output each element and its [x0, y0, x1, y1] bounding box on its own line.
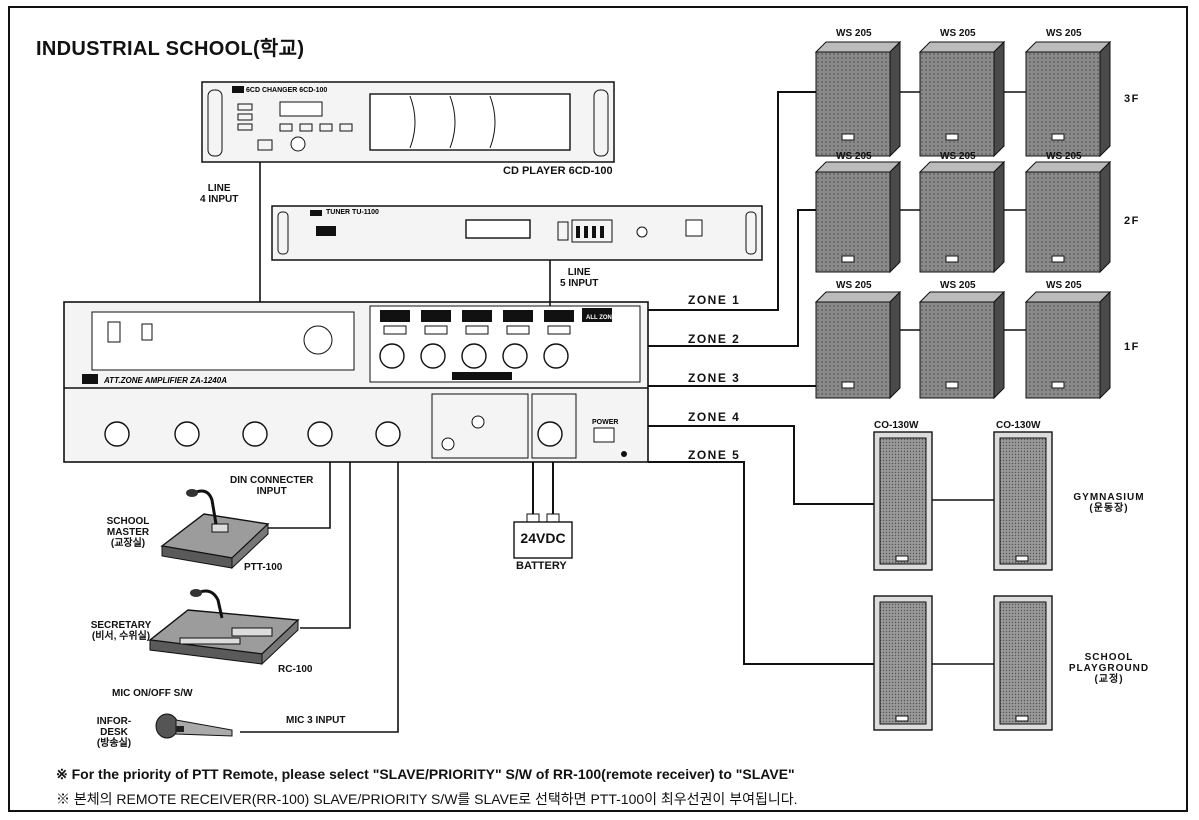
rc-100-label: RC-100 [278, 664, 313, 675]
battery-label: BATTERY [516, 560, 567, 572]
speaker-1f-3 [1024, 290, 1112, 400]
speaker-model-label: WS 205 [836, 151, 872, 162]
svg-text:6CD CHANGER 6CD-100: 6CD CHANGER 6CD-100 [246, 87, 327, 94]
speaker-model-label: WS 205 [1046, 280, 1082, 291]
amplifier-unit: ATT.ZONE AMPLIFIER ZA-1240A ALL ZONE POW… [63, 301, 649, 463]
speaker-model-label: WS 205 [836, 28, 872, 39]
speaker-model-label: WS 205 [940, 280, 976, 291]
speaker-1f-1 [814, 290, 902, 400]
line4-input-label: LINE 4 INPUT [200, 183, 239, 205]
gymnasium-label: GYMNASIUM (운동장) [1073, 492, 1145, 514]
column-speaker-gym-1 [873, 431, 933, 571]
rc-100-station [148, 589, 300, 666]
floor-label-2f: 2F [1124, 215, 1140, 227]
column-speaker-yard-2 [993, 595, 1053, 731]
diagram-title: INDUSTRIAL SCHOOL(학교) [36, 38, 305, 60]
speaker-2f-3 [1024, 160, 1112, 274]
school-master-label: SCHOOL MASTER (교장실) [106, 516, 150, 549]
priority-note-english: ※ For the priority of PTT Remote, please… [56, 766, 795, 782]
handheld-mic [155, 713, 233, 739]
tuner-unit: TUNER TU-1100 [271, 205, 763, 261]
speaker-model-label: WS 205 [940, 151, 976, 162]
cd-player-caption: CD PLAYER 6CD-100 [503, 165, 613, 177]
floor-label-1f: 1F [1124, 341, 1140, 353]
din-input-label: DIN CONNECTER INPUT [230, 475, 314, 497]
speaker-3f-2 [918, 40, 1006, 158]
speaker-3f-1 [814, 40, 902, 158]
column-speaker-yard-1 [873, 595, 933, 731]
secretary-label: SECRETARY (비서, 수위실) [90, 620, 152, 642]
speaker-model-label: WS 205 [836, 280, 872, 291]
line5-input-label: LINE 5 INPUT [560, 267, 599, 289]
svg-text:TUNER TU-1100: TUNER TU-1100 [326, 209, 379, 216]
mic3-input-label: MIC 3 INPUT [286, 715, 346, 726]
priority-note-korean: ※ 본체의 REMOTE RECEIVER(RR-100) SLAVE/PRIO… [56, 791, 798, 807]
column-model-label: CO-130W [874, 420, 919, 431]
speaker-model-label: WS 205 [1046, 28, 1082, 39]
speaker-2f-2 [918, 160, 1006, 274]
speaker-model-label: WS 205 [1046, 151, 1082, 162]
speaker-3f-3 [1024, 40, 1112, 158]
speaker-1f-2 [918, 290, 1006, 400]
mic-switch-label: MIC ON/OFF S/W [112, 688, 193, 699]
speaker-2f-1 [814, 160, 902, 274]
zone-5-label: ZONE 5 [688, 448, 741, 462]
column-model-label: CO-130W [996, 420, 1041, 431]
column-speaker-gym-2 [993, 431, 1053, 571]
ptt-100-label: PTT-100 [244, 562, 283, 573]
svg-text:ATT.ZONE AMPLIFIER ZA-1240A: ATT.ZONE AMPLIFIER ZA-1240A [103, 376, 227, 385]
zone-4-label: ZONE 4 [688, 410, 741, 424]
zone-1-label: ZONE 1 [688, 293, 741, 307]
floor-label-3f: 3F [1124, 93, 1140, 105]
info-desk-label: INFOR- DESK (방송실) [96, 716, 132, 749]
playground-label: SCHOOL PLAYGROUND (교정) [1068, 652, 1150, 685]
svg-text:ALL ZONE: ALL ZONE [586, 315, 616, 321]
svg-text:POWER: POWER [592, 419, 618, 426]
cd-player-unit: 6CD CHANGER 6CD-100 [201, 81, 615, 163]
battery-voltage: 24VDC [520, 530, 566, 546]
ptt-100-station [160, 489, 270, 570]
zone-2-label: ZONE 2 [688, 332, 741, 346]
zone-3-label: ZONE 3 [688, 371, 741, 385]
speaker-model-label: WS 205 [940, 28, 976, 39]
